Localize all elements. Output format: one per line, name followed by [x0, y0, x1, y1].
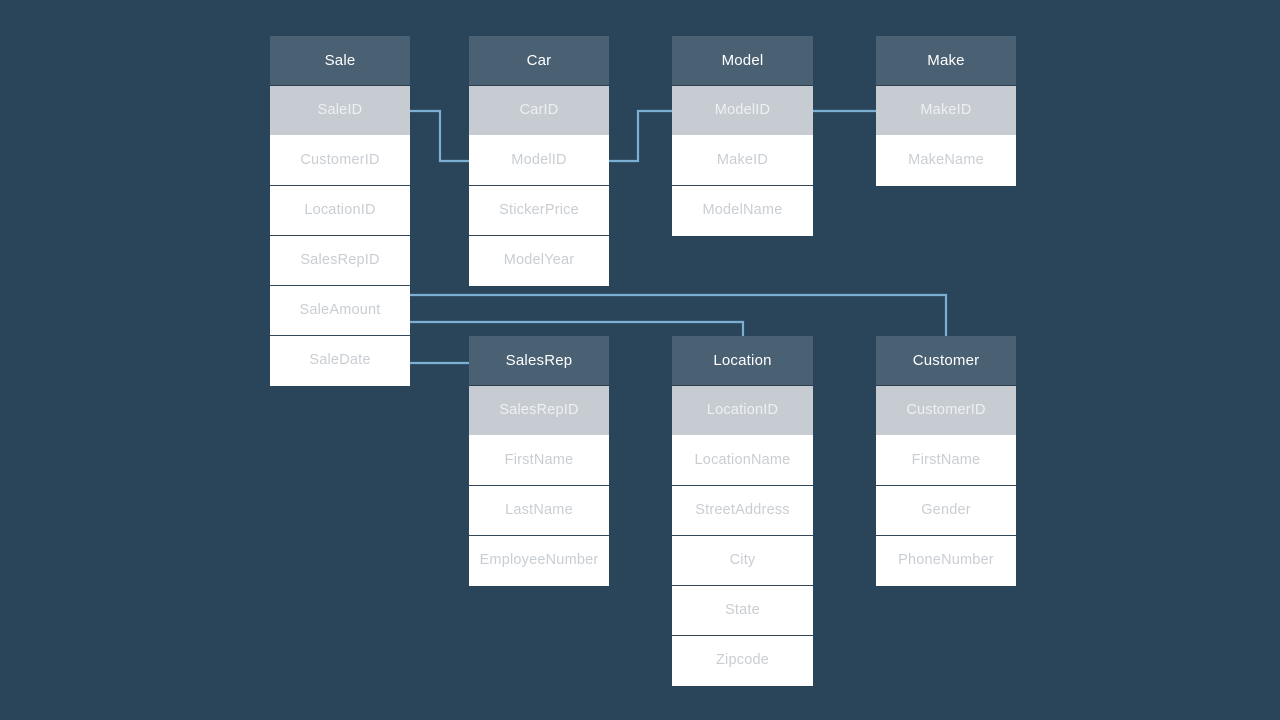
field-row-car-carid[interactable]: CarID: [469, 86, 609, 136]
field-row-salesrep-salesrepid[interactable]: SalesRepID: [469, 386, 609, 436]
field-row-location-streetaddress[interactable]: StreetAddress: [672, 486, 813, 536]
field-row-location-city[interactable]: City: [672, 536, 813, 586]
field-row-salesrep-lastname[interactable]: LastName: [469, 486, 609, 536]
field-row-location-zipcode[interactable]: Zipcode: [672, 636, 813, 686]
field-row-customer-firstname[interactable]: FirstName: [876, 436, 1016, 486]
entity-title-make: Make: [876, 36, 1016, 86]
connector-sale-customer: [410, 293, 948, 336]
field-row-location-locationname[interactable]: LocationName: [672, 436, 813, 486]
field-row-sale-locationid[interactable]: LocationID: [270, 186, 410, 236]
field-row-model-makeid[interactable]: MakeID: [672, 136, 813, 186]
entity-title-car: Car: [469, 36, 609, 86]
field-row-model-modelname[interactable]: ModelName: [672, 186, 813, 236]
field-row-customer-phonenumber[interactable]: PhoneNumber: [876, 536, 1016, 586]
entity-title-location: Location: [672, 336, 813, 386]
field-row-car-modelid[interactable]: ModelID: [469, 136, 609, 186]
entity-title-sale: Sale: [270, 36, 410, 86]
field-row-sale-salesrepid[interactable]: SalesRepID: [270, 236, 410, 286]
field-row-customer-gender[interactable]: Gender: [876, 486, 1016, 536]
field-row-make-makename[interactable]: MakeName: [876, 136, 1016, 186]
entity-title-customer: Customer: [876, 336, 1016, 386]
field-row-sale-customerid[interactable]: CustomerID: [270, 136, 410, 186]
field-row-salesrep-firstname[interactable]: FirstName: [469, 436, 609, 486]
connector-sale-location: [410, 320, 745, 336]
field-row-car-stickerprice[interactable]: StickerPrice: [469, 186, 609, 236]
field-row-sale-saleamount[interactable]: SaleAmount: [270, 286, 410, 336]
entity-title-model: Model: [672, 36, 813, 86]
field-row-make-makeid[interactable]: MakeID: [876, 86, 1016, 136]
connector-car-model: [609, 109, 672, 163]
field-row-location-state[interactable]: State: [672, 586, 813, 636]
field-row-location-locationid[interactable]: LocationID: [672, 386, 813, 436]
field-row-customer-customerid[interactable]: CustomerID: [876, 386, 1016, 436]
field-row-model-modelid[interactable]: ModelID: [672, 86, 813, 136]
field-row-sale-saledate[interactable]: SaleDate: [270, 336, 410, 386]
entity-title-salesrep: SalesRep: [469, 336, 609, 386]
field-row-salesrep-employeenumber[interactable]: EmployeeNumber: [469, 536, 609, 586]
connector-sale-car: [410, 109, 469, 163]
field-row-sale-saleid[interactable]: SaleID: [270, 86, 410, 136]
field-row-car-modelyear[interactable]: ModelYear: [469, 236, 609, 286]
